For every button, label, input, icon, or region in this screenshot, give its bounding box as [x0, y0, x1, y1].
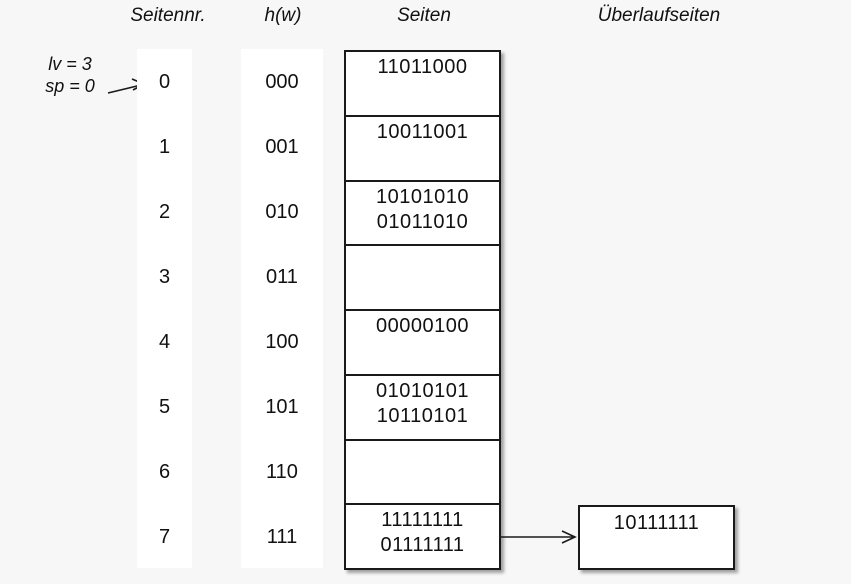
header-ueberlaufseiten: Überlaufseiten [597, 5, 721, 26]
hash-value: 000 [265, 71, 299, 93]
hash-value: 010 [265, 201, 299, 223]
record-value: 01011010 [376, 210, 469, 233]
record-value: 01111111 [380, 534, 465, 557]
page-number: 6 [158, 461, 171, 483]
hash-value-column [241, 49, 323, 568]
page-number: 7 [158, 526, 171, 548]
page-row-7: 11111111 01111111 [346, 505, 499, 568]
record-value: 10110101 [376, 404, 469, 427]
hash-value: 011 [266, 266, 298, 288]
page-row-2: 10101010 01011010 [346, 182, 499, 247]
page-number: 0 [158, 71, 171, 93]
record-value: 11111111 [381, 509, 464, 532]
overflow-record-value: 10111111 [613, 512, 700, 534]
split-pointer-value: sp = 0 [45, 76, 95, 96]
page-number: 1 [158, 136, 171, 158]
page-number: 2 [158, 201, 171, 223]
overflow-arrow-icon [499, 530, 577, 544]
hash-value: 001 [265, 136, 299, 158]
level-value: lv = 3 [48, 54, 92, 74]
page-number: 4 [158, 331, 171, 353]
record-value: 00000100 [376, 315, 469, 337]
page-row-0: 11011000 [346, 52, 499, 117]
hash-value: 110 [266, 461, 298, 483]
page-row-3 [346, 246, 499, 311]
hash-value: 100 [265, 331, 299, 353]
page-row-6 [346, 441, 499, 506]
hash-value: 101 [265, 396, 299, 418]
pages-table: 11011000 10011001 10101010 01011010 0000… [344, 50, 501, 570]
page-number: 5 [158, 396, 171, 418]
page-row-5: 01010101 10110101 [346, 376, 499, 441]
header-seiten: Seiten [397, 5, 451, 26]
record-value: 01010101 [376, 379, 469, 402]
overflow-page-box: 10111111 [578, 505, 735, 570]
page-number-column [137, 49, 192, 568]
header-seitennr: Seitennr. [130, 5, 206, 26]
page-number: 3 [158, 266, 171, 288]
header-hash-function: h(w) [264, 5, 302, 26]
page-row-4: 00000100 [346, 311, 499, 376]
record-value: 10101010 [376, 185, 469, 208]
hash-value: 111 [266, 526, 298, 548]
page-row-1: 10011001 [346, 117, 499, 182]
record-value: 10011001 [376, 120, 469, 143]
record-value: 11011000 [377, 56, 468, 78]
state-annotation: lv = 3 sp = 0 [32, 53, 108, 97]
